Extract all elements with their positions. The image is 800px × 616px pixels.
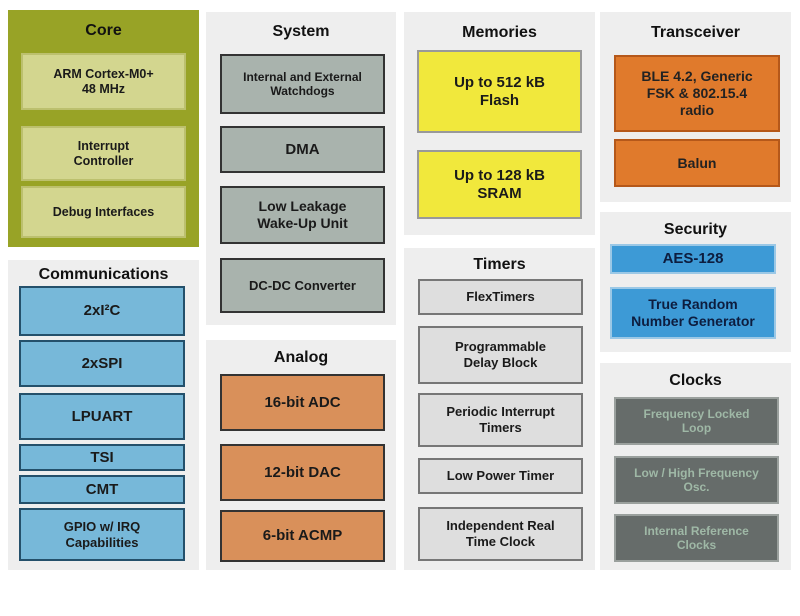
spi-block: 2xSPI: [19, 340, 185, 387]
timers-panel: Timers FlexTimers Programmable Delay Blo…: [404, 248, 595, 570]
oscillator-block: Low / High Frequency Osc.: [614, 456, 779, 504]
delay-block: Programmable Delay Block: [418, 326, 583, 384]
low-power-timer-block: Low Power Timer: [418, 458, 583, 494]
wake-up-unit-block: Low Leakage Wake-Up Unit: [220, 186, 385, 244]
i2c-block: 2xI²C: [19, 286, 185, 336]
balun-block: Balun: [614, 139, 780, 187]
security-panel: Security AES-128 True Random Number Gene…: [600, 212, 791, 352]
aes-block: AES-128: [610, 244, 776, 274]
communications-panel: Communications 2xI²C 2xSPI LPUART TSI CM…: [8, 260, 199, 570]
gpio-block: GPIO w/ IRQ Capabilities: [19, 508, 185, 561]
watchdogs-block: Internal and External Watchdogs: [220, 54, 385, 114]
security-title: Security: [663, 221, 728, 238]
transceiver-title: Transceiver: [651, 24, 740, 41]
dac-block: 12-bit DAC: [220, 444, 385, 501]
internal-reference-clocks-block: Internal Reference Clocks: [614, 514, 779, 562]
memories-panel: Memories Up to 512 kB Flash Up to 128 kB…: [404, 12, 595, 235]
rtc-block: Independent Real Time Clock: [418, 507, 583, 561]
timers-title: Timers: [473, 256, 526, 273]
flash-block: Up to 512 kB Flash: [417, 50, 582, 133]
dma-block: DMA: [220, 126, 385, 173]
debug-interfaces-block: Debug Interfaces: [21, 186, 186, 238]
analog-panel: Analog 16-bit ADC 12-bit DAC 6-bit ACMP: [206, 340, 396, 570]
memories-title: Memories: [462, 24, 537, 41]
cmt-block: CMT: [19, 475, 185, 504]
periodic-interrupt-timers-block: Periodic Interrupt Timers: [418, 393, 583, 447]
clocks-title: Clocks: [669, 372, 722, 389]
sram-block: Up to 128 kB SRAM: [417, 150, 582, 219]
dc-dc-converter-block: DC-DC Converter: [220, 258, 385, 313]
clocks-panel: Clocks Frequency Locked Loop Low / High …: [600, 363, 791, 570]
lpuart-block: LPUART: [19, 393, 185, 440]
arm-cortex-block: ARM Cortex-M0+ 48 MHz: [21, 53, 186, 110]
tsi-block: TSI: [19, 444, 185, 471]
analog-title: Analog: [273, 349, 329, 366]
radio-block: BLE 4.2, Generic FSK & 802.15.4 radio: [614, 55, 780, 132]
acmp-block: 6-bit ACMP: [220, 510, 385, 562]
trng-block: True Random Number Generator: [610, 287, 776, 339]
core-title: Core: [85, 22, 122, 39]
fll-block: Frequency Locked Loop: [614, 397, 779, 445]
core-panel: Core ARM Cortex-M0+ 48 MHz Interrupt Con…: [8, 10, 199, 247]
system-title: System: [272, 23, 330, 40]
system-panel: System Internal and External Watchdogs D…: [206, 12, 396, 325]
interrupt-controller-block: Interrupt Controller: [21, 126, 186, 181]
adc-block: 16-bit ADC: [220, 374, 385, 431]
flextimers-block: FlexTimers: [418, 279, 583, 315]
communications-title: Communications: [38, 266, 169, 283]
transceiver-panel: Transceiver BLE 4.2, Generic FSK & 802.1…: [600, 12, 791, 202]
